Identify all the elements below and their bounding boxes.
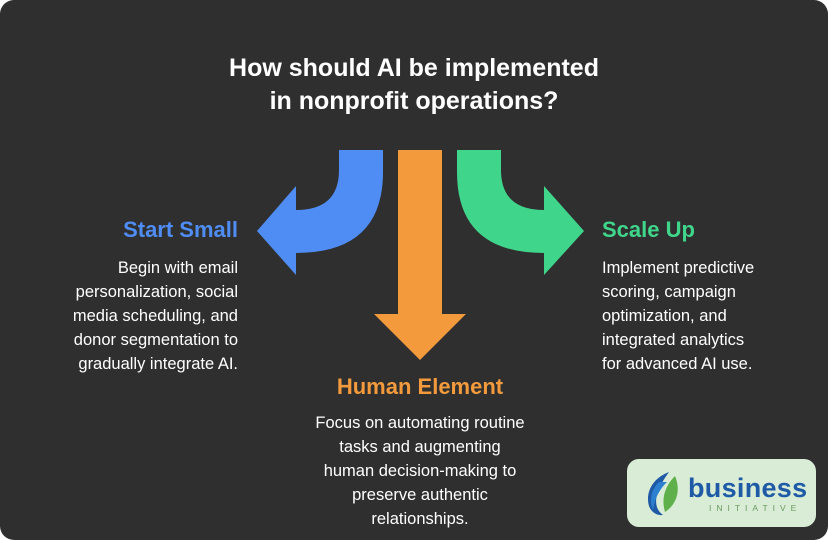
start-small-line: media scheduling, and	[72, 307, 238, 325]
start-small-line: Begin with email	[117, 259, 238, 277]
human-element-line: human decision-making to	[323, 462, 517, 480]
start-small-line: personalization, social	[75, 283, 238, 301]
scale-up-description: Implement predictive scoring, campaign o…	[602, 256, 812, 376]
scale-up-line: integrated analytics	[602, 331, 745, 349]
scale-up-line: scoring, campaign	[602, 283, 736, 301]
business-initiative-leaf-logo-icon	[647, 472, 678, 516]
title-line-1: How should AI be implemented	[229, 54, 599, 82]
arrow-down-icon	[374, 150, 466, 360]
scale-up-heading: Scale Up	[602, 217, 695, 242]
human-element-heading: Human Element	[336, 374, 504, 399]
human-element-line: relationships.	[371, 510, 469, 528]
logo-subtitle: INITIATIVE	[709, 503, 802, 513]
start-small-heading: Start Small	[123, 217, 238, 242]
scale-up-line: for advanced AI use.	[602, 355, 753, 373]
human-element-line: tasks and augmenting	[339, 438, 501, 456]
start-small-line: gradually integrate AI.	[78, 355, 238, 373]
scale-up-line: optimization, and	[602, 307, 727, 325]
business-initiative-logo[interactable]: business INITIATIVE	[627, 459, 816, 527]
arrow-curve-left-icon	[257, 150, 383, 275]
arrow-curve-right-icon	[457, 150, 584, 275]
scale-up-line: Implement predictive	[602, 259, 755, 277]
human-element-line: Focus on automating routine	[315, 414, 525, 432]
title-line-2: in nonprofit operations?	[269, 87, 559, 115]
human-element-description: Focus on automating routine tasks and au…	[270, 411, 570, 531]
human-element-line: preserve authentic	[352, 486, 488, 504]
logo-wordmark: business	[688, 473, 808, 503]
diagram-title: How should AI be implemented in nonprofi…	[114, 52, 714, 118]
start-small-description: Begin with email personalization, social…	[10, 256, 238, 376]
start-small-line: donor segmentation to	[73, 331, 238, 349]
